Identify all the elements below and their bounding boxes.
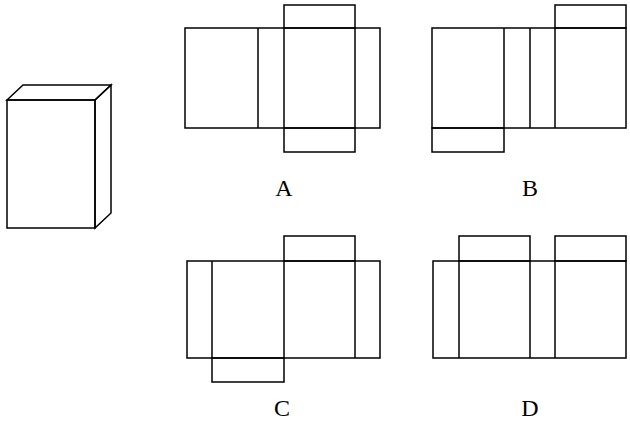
option-letter: A (275, 176, 292, 200)
net-a (185, 5, 380, 152)
option-letter: D (521, 396, 538, 420)
net-d (433, 236, 626, 358)
option-letter: B (522, 176, 538, 200)
net-b (432, 5, 626, 152)
net-c (187, 236, 380, 382)
cuboid (7, 85, 111, 228)
option-letter: C (274, 396, 290, 420)
